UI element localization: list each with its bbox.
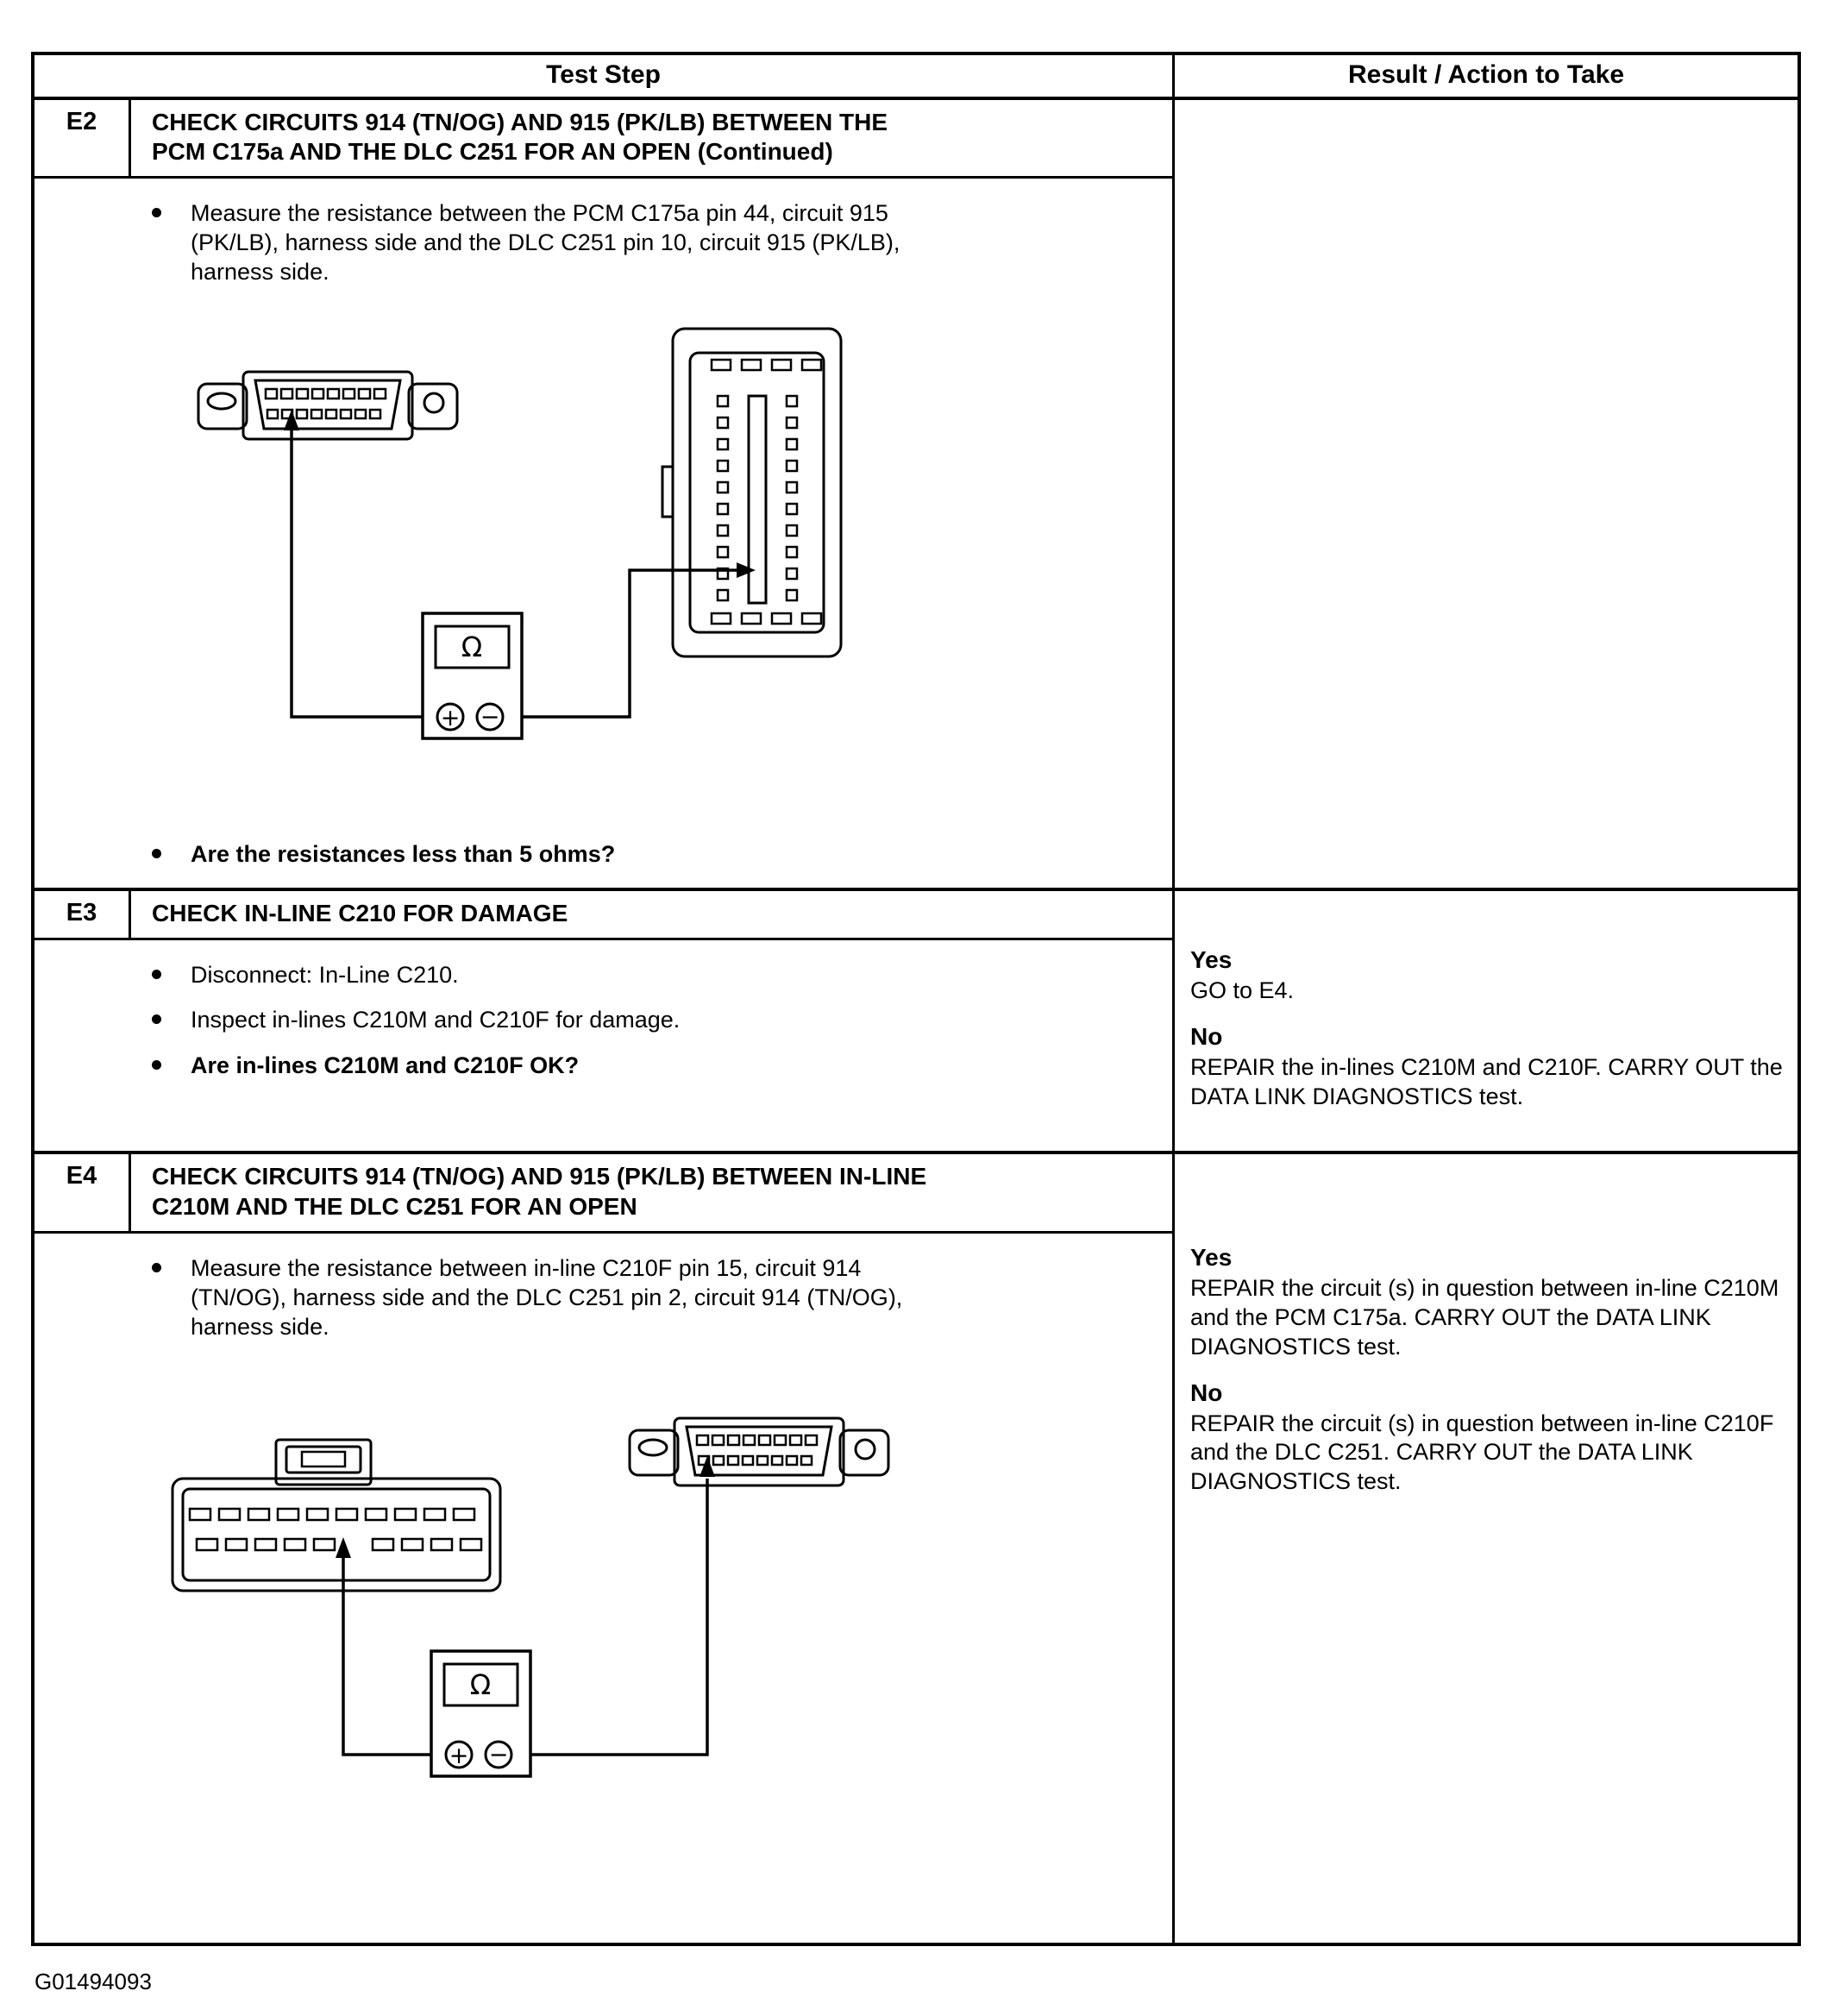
test-step-row-e2: E2 CHECK CIRCUITS 914 (TN/OG) AND 915 (P… — [35, 97, 1797, 889]
step-id-e2: E2 — [35, 100, 131, 177]
diagram-svg-e2: Ω + − — [197, 327, 843, 741]
diagram-svg-e4: Ω + − — [171, 1416, 890, 1778]
test-step-cell-e2: E2 CHECK CIRCUITS 914 (TN/OG) AND 915 (P… — [35, 100, 1175, 889]
column-header-test-step: Test Step — [35, 55, 1175, 97]
inline-connector-c210f — [171, 1438, 502, 1592]
test-step-row-e4: E4 CHECK CIRCUITS 914 (TN/OG) AND 915 (P… — [35, 1151, 1797, 1943]
result-label-no: No — [1190, 1023, 1223, 1051]
question-bullet: Are the resistances less than 5 ohms? — [35, 839, 1172, 869]
ohm-symbol: Ω — [461, 631, 482, 663]
instruction-bullet: Measure the resistance between in-line C… — [35, 1253, 1172, 1341]
result-action-text: REPAIR the circuit (s) in question betwe… — [1190, 1410, 1774, 1495]
instruction-text-e4: Measure the resistance between in-line C… — [191, 1254, 903, 1340]
step-title-e2: CHECK CIRCUITS 914 (TN/OG) AND 915 (PK/L… — [152, 109, 888, 166]
bullet-icon — [152, 1262, 161, 1272]
bullet-icon — [152, 208, 161, 218]
question-text-e3: Are in-lines C210M and C210F OK? — [191, 1052, 580, 1078]
probe-arrow-icon — [284, 410, 299, 431]
ohm-symbol: Ω — [470, 1668, 491, 1701]
pcm-connector — [661, 327, 843, 658]
ohmmeter: Ω + − — [421, 612, 524, 741]
question-bullet: Are in-lines C210M and C210F OK? — [35, 1051, 1172, 1080]
plus-terminal-label: + — [449, 1743, 469, 1769]
wiring-diagram-e2: Ω + − — [147, 311, 1172, 760]
step-body-e2: Measure the resistance between the PCM C… — [35, 179, 1172, 888]
plus-terminal-label: + — [441, 705, 461, 732]
test-step-cell-e4: E4 CHECK CIRCUITS 914 (TN/OG) AND 915 (P… — [35, 1154, 1175, 1943]
table-header-row: Test Step Result / Action to Take — [35, 55, 1797, 97]
result-label-yes: Yes — [1190, 946, 1233, 974]
bullet-icon — [152, 1014, 161, 1025]
result-label-yes: Yes — [1190, 1244, 1233, 1272]
result-no-block: No REPAIR the in-lines C210M and C210F. … — [1190, 1021, 1785, 1112]
instruction-text-e2: Measure the resistance between the PCM C… — [191, 200, 900, 286]
bullet-icon — [152, 849, 161, 859]
dlc-connector — [628, 1416, 890, 1487]
result-cell-e2 — [1175, 100, 1797, 888]
probe-arrow-icon — [700, 1455, 715, 1477]
test-lead-wire — [290, 424, 437, 719]
result-action-text: GO to E4. — [1190, 977, 1295, 1004]
step-title-band-e3: E3 CHECK IN-LINE C210 FOR DAMAGE — [35, 891, 1172, 941]
question-text-e2: Are the resistances less than 5 ohms? — [191, 841, 616, 868]
minus-terminal-label: − — [489, 1742, 509, 1768]
bullet-icon — [152, 970, 161, 980]
test-step-row-e3: E3 CHECK IN-LINE C210 FOR DAMAGE Disconn… — [35, 888, 1797, 1152]
result-label-no: No — [1190, 1379, 1223, 1406]
step-title-e4: CHECK CIRCUITS 914 (TN/OG) AND 915 (PK/L… — [152, 1163, 927, 1220]
instruction-text-e3-1: Disconnect: In-Line C210. — [191, 962, 459, 989]
instruction-text-e3-2: Inspect in-lines C210M and C210F for dam… — [191, 1007, 681, 1033]
probe-arrow-icon — [336, 1536, 351, 1558]
step-id-e3: E3 — [35, 891, 131, 939]
step-body-e4: Measure the resistance between in-line C… — [35, 1234, 1172, 1943]
step-title-band-e4: E4 CHECK CIRCUITS 914 (TN/OG) AND 915 (P… — [35, 1154, 1172, 1234]
instruction-bullet: Disconnect: In-Line C210. — [35, 960, 1172, 989]
step-id-e4: E4 — [35, 1154, 131, 1231]
step-body-e3: Disconnect: In-Line C210. Inspect in-lin… — [35, 940, 1172, 1151]
figure-id: G01494093 — [35, 1969, 152, 1994]
result-no-block: No REPAIR the circuit (s) in question be… — [1190, 1378, 1785, 1497]
instruction-bullet: Inspect in-lines C210M and C210F for dam… — [35, 1005, 1172, 1034]
minus-terminal-label: − — [480, 704, 500, 731]
result-action-text: REPAIR the circuit (s) in question betwe… — [1190, 1275, 1779, 1360]
bullet-icon — [152, 1059, 161, 1070]
test-lead-wire — [511, 1478, 709, 1756]
result-cell-e4: Yes REPAIR the circuit (s) in question b… — [1175, 1154, 1797, 1942]
probe-arrow-icon — [737, 562, 756, 579]
ohmmeter: Ω + − — [430, 1649, 532, 1778]
instruction-bullet: Measure the resistance between the PCM C… — [35, 198, 1172, 286]
test-lead-wire — [342, 1548, 446, 1756]
dlc-connector — [197, 370, 459, 441]
result-yes-block: Yes REPAIR the circuit (s) in question b… — [1190, 1242, 1785, 1361]
result-action-text: REPAIR the in-lines C210M and C210F. CAR… — [1190, 1054, 1783, 1109]
step-title-e3: CHECK IN-LINE C210 FOR DAMAGE — [152, 900, 568, 927]
test-step-cell-e3: E3 CHECK IN-LINE C210 FOR DAMAGE Disconn… — [35, 891, 1175, 1152]
step-title-band-e2: E2 CHECK CIRCUITS 914 (TN/OG) AND 915 (P… — [35, 100, 1172, 179]
pinpoint-test-table: Test Step Result / Action to Take E2 CHE… — [31, 52, 1801, 1946]
column-header-result-action: Result / Action to Take — [1347, 60, 1625, 89]
result-cell-e3: Yes GO to E4. No REPAIR the in-lines C21… — [1175, 891, 1797, 1151]
test-lead-wire — [503, 568, 742, 719]
wiring-diagram-e4: Ω + − — [147, 1366, 1172, 1802]
result-yes-block: Yes GO to E4. — [1190, 945, 1785, 1006]
